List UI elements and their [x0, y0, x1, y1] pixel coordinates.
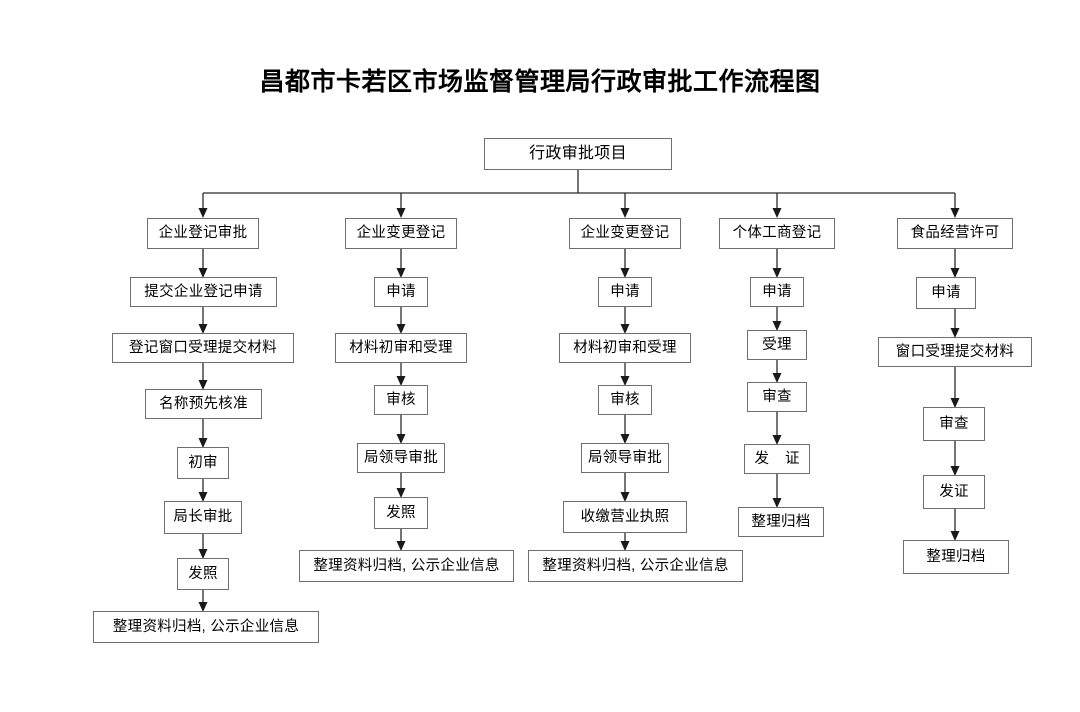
arrowhead-c3-1: [620, 268, 630, 278]
arrowhead-c1-1: [198, 268, 208, 278]
arrowhead-c2-1: [396, 268, 406, 278]
node-lane4-step6[interactable]: 整理归档: [738, 507, 824, 537]
arrowhead-c5-1: [950, 268, 960, 278]
node-lane5-step4[interactable]: 审查: [923, 407, 985, 441]
node-lane3-step6[interactable]: 收缴营业执照: [563, 501, 687, 533]
arrowhead-c1-3: [198, 380, 208, 390]
node-lane1-step6[interactable]: 局长审批: [164, 501, 242, 534]
arrowhead-c3-3: [620, 376, 630, 386]
arrowhead-branch-3: [620, 208, 630, 218]
node-lane5-step3[interactable]: 窗口受理提交材料: [878, 337, 1032, 367]
node-lane5-step5[interactable]: 发证: [923, 475, 985, 509]
arrowhead-c4-3: [772, 373, 782, 383]
node-lane1-step7[interactable]: 发照: [177, 558, 229, 590]
arrowhead-c1-7: [198, 602, 208, 612]
arrowhead-c3-5: [620, 492, 630, 502]
node-lane3-step1[interactable]: 企业变更登记: [569, 218, 681, 249]
node-lane1-step8[interactable]: 整理资料归档, 公示企业信息: [93, 611, 319, 643]
node-lane4-step4[interactable]: 审查: [747, 382, 807, 412]
arrowhead-c4-4: [772, 435, 782, 445]
arrowhead-c5-5: [950, 531, 960, 541]
arrowhead-branch-5: [950, 208, 960, 218]
node-lane5-step6[interactable]: 整理归档: [903, 540, 1009, 574]
arrowhead-branch-2: [396, 208, 406, 218]
arrowhead-c5-4: [950, 466, 960, 476]
node-lane2-step1[interactable]: 企业变更登记: [345, 218, 457, 249]
node-lane2-step2[interactable]: 申请: [374, 277, 428, 307]
node-lane1-step2[interactable]: 提交企业登记申请: [130, 277, 277, 307]
node-lane1-step3[interactable]: 登记窗口受理提交材料: [112, 333, 294, 363]
arrowhead-c5-2: [950, 328, 960, 338]
arrowhead-c5-3: [950, 398, 960, 408]
arrowhead-c1-2: [198, 324, 208, 334]
node-lane2-step7[interactable]: 整理资料归档, 公示企业信息: [299, 550, 514, 582]
page-title: 昌都市卡若区市场监督管理局行政审批工作流程图: [259, 69, 821, 96]
node-lane2-step4[interactable]: 审核: [374, 385, 428, 415]
node-lane1-step1[interactable]: 企业登记审批: [147, 218, 259, 249]
node-lane3-step5[interactable]: 局领导审批: [581, 443, 669, 473]
arrowhead-c2-2: [396, 324, 406, 334]
node-lane2-step3[interactable]: 材料初审和受理: [335, 333, 467, 363]
node-lane3-step3[interactable]: 材料初审和受理: [559, 333, 691, 363]
node-lane3-step7[interactable]: 整理资料归档, 公示企业信息: [528, 550, 743, 582]
arrowhead-c1-6: [198, 549, 208, 559]
node-lane4-step1[interactable]: 个体工商登记: [719, 218, 835, 249]
arrowhead-branch-1: [198, 208, 208, 218]
arrowhead-c3-4: [620, 434, 630, 444]
node-lane4-step2[interactable]: 申请: [750, 277, 804, 307]
node-lane2-step5[interactable]: 局领导审批: [357, 443, 445, 473]
arrowhead-c2-6: [396, 541, 406, 551]
arrowhead-c3-6: [620, 541, 630, 551]
arrowhead-c3-2: [620, 324, 630, 334]
node-root[interactable]: 行政审批项目: [484, 138, 672, 170]
node-lane5-step1[interactable]: 食品经营许可: [897, 218, 1013, 249]
arrowhead-c1-5: [198, 492, 208, 502]
node-lane5-step2[interactable]: 申请: [916, 277, 976, 309]
node-lane1-step5[interactable]: 初审: [177, 447, 229, 479]
node-lane4-step3[interactable]: 受理: [747, 330, 807, 360]
node-lane3-step2[interactable]: 申请: [598, 277, 652, 307]
arrowhead-c1-4: [198, 438, 208, 448]
arrowhead-c4-5: [772, 498, 782, 508]
node-lane1-step4[interactable]: 名称预先核准: [145, 389, 262, 419]
arrowhead-branch-4: [772, 208, 782, 218]
arrowhead-c4-2: [772, 321, 782, 331]
node-lane3-step4[interactable]: 审核: [598, 385, 652, 415]
node-lane2-step6[interactable]: 发照: [374, 497, 428, 529]
arrowhead-c2-4: [396, 434, 406, 444]
arrowhead-c2-5: [396, 488, 406, 498]
arrowhead-c2-3: [396, 376, 406, 386]
node-lane4-step5[interactable]: 发 证: [744, 444, 810, 474]
arrowhead-c4-1: [772, 268, 782, 278]
